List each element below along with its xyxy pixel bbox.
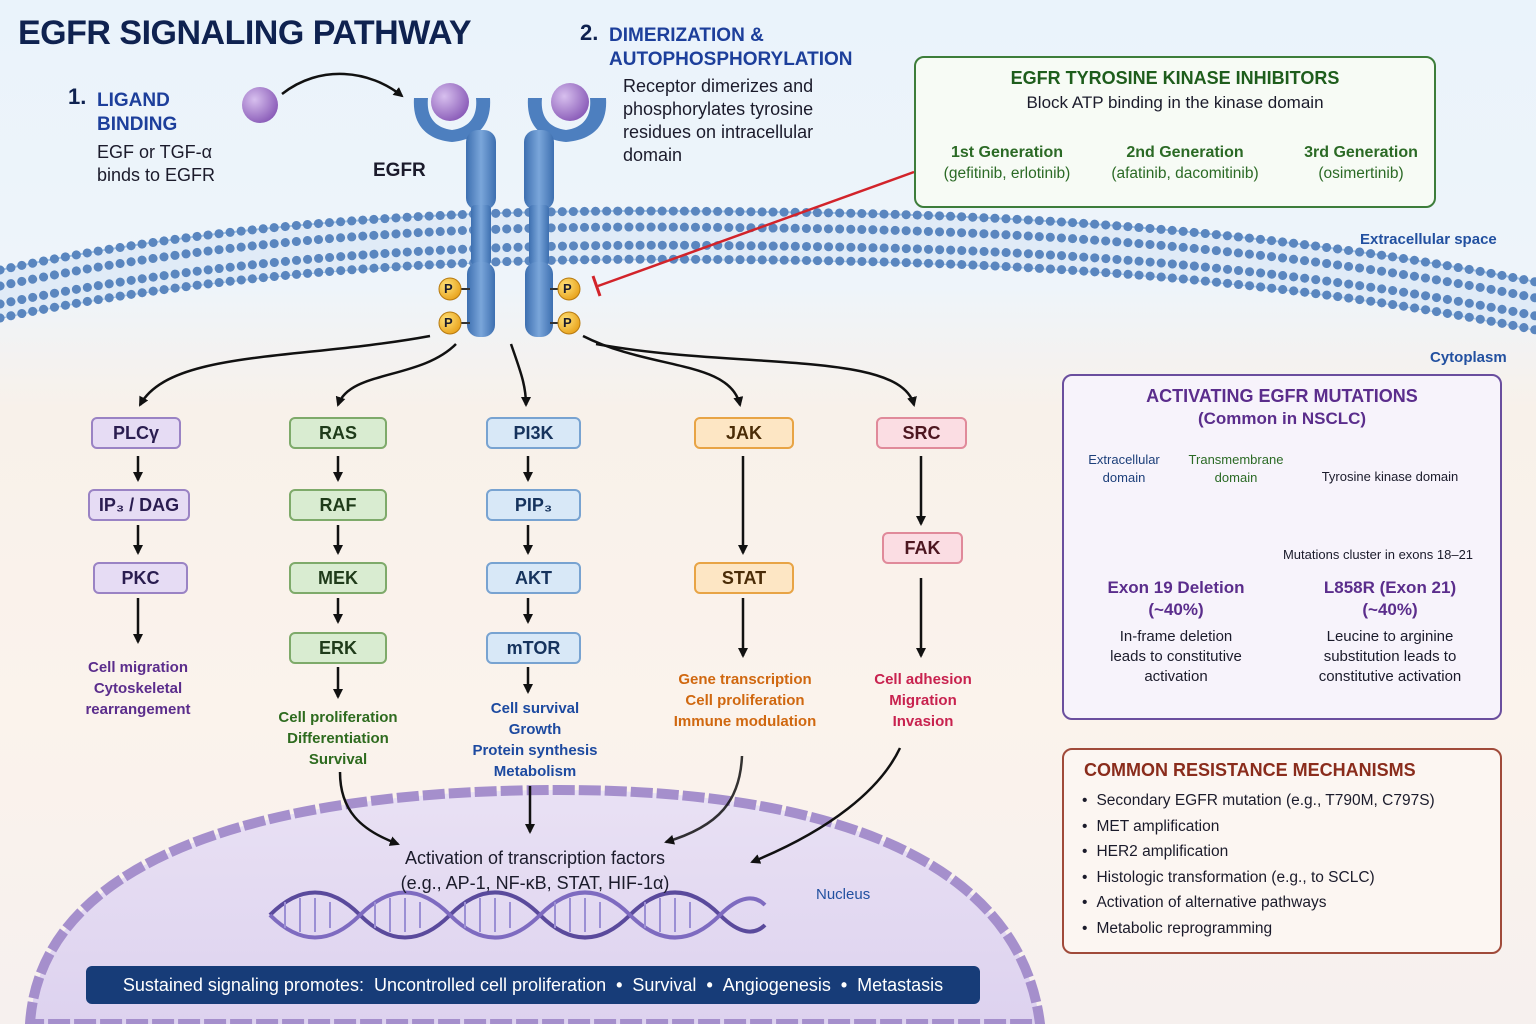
dna-helix <box>268 890 767 940</box>
tki-gen-1: 1st Generation (gefitinib, erlotinib) <box>943 144 1071 182</box>
node-pkc: PKC <box>93 562 188 594</box>
cytoplasm-label: Cytoplasm <box>1430 349 1507 366</box>
node-pi3k: PI3K <box>486 417 581 449</box>
banner-item: Metastasis <box>857 974 944 995</box>
step-1-ligand-binding: 1. <box>68 84 86 110</box>
domain-label-kinase: Tyrosine kinase domain <box>1321 469 1459 484</box>
resistance-item: Activation of alternative pathways <box>1082 890 1435 916</box>
receptor-to-pathway-arrows <box>138 334 917 407</box>
node-pip3: PIP₃ <box>486 489 581 521</box>
chain-arrows <box>133 456 926 699</box>
node-fak: FAK <box>882 532 963 564</box>
phospho-label-4: P <box>563 315 572 330</box>
phospho-label-1: P <box>444 281 453 296</box>
outcome-jak: Gene transcription Cell proliferation Im… <box>673 671 817 730</box>
resistance-item: Metabolic reprogramming <box>1082 916 1435 942</box>
node-ip3-dag: IP₃ / DAG <box>88 489 190 521</box>
step-2-body: Receptor dimerizes and phosphorylates ty… <box>623 76 814 165</box>
banner-separator: • <box>706 974 713 995</box>
outcome-to-nucleus-arrows <box>338 747 902 864</box>
banner-separator: • <box>840 974 848 995</box>
step-1-body: EGF or TGF-α binds to EGFR <box>97 142 216 185</box>
node-erk: ERK <box>289 632 387 664</box>
node-raf: RAF <box>289 489 387 521</box>
cell-membrane <box>0 206 1536 335</box>
mutations-subtitle: (Common in NSCLC) <box>1197 409 1367 428</box>
node-jak: JAK <box>694 417 794 449</box>
mutation-l858r: L858R (Exon 21) (~40%) Leucine to argini… <box>1318 578 1462 685</box>
mutation-exon19: Exon 19 Deletion (~40%) In-frame deletio… <box>1107 578 1245 685</box>
node-mtor: mTOR <box>486 632 581 664</box>
tki-subtitle: Block ATP binding in the kinase domain <box>1026 93 1324 112</box>
extracellular-label: Extracellular space <box>1360 231 1497 248</box>
domain-label-extracellular: Extracellular domain <box>1088 452 1160 485</box>
domain-label-transmembrane: Transmembrane domain <box>1188 452 1284 485</box>
tki-panel: EGFR TYROSINE KINASE INHIBITORS Block AT… <box>914 56 1436 208</box>
resistance-item: HER2 amplification <box>1082 839 1435 865</box>
sustained-signaling-banner: Sustained signaling promotes: Uncontroll… <box>86 966 980 1004</box>
resistance-list: Secondary EGFR mutation (e.g., T790M, C7… <box>1082 788 1435 942</box>
node-mek: MEK <box>289 562 387 594</box>
step-2-number: 2. <box>580 20 599 45</box>
nucleus-label: Nucleus <box>816 886 871 903</box>
nucleus <box>24 784 1046 1024</box>
tki-inhibition-line <box>591 170 915 297</box>
outcome-src: Cell adhesion Migration Invasion <box>874 671 972 730</box>
outcome-plcg: Cell migration Cytoskeletal rearrangemen… <box>85 659 191 718</box>
tki-gen-2: 2nd Generation (afatinib, dacomitinib) <box>1111 144 1259 182</box>
step-1-heading: LIGAND BINDING <box>97 90 178 135</box>
resistance-item: MET amplification <box>1082 814 1435 840</box>
resistance-title: COMMON RESISTANCE MECHANISMS <box>1084 760 1416 780</box>
phospho-label-3: P <box>563 281 572 296</box>
resistance-item: Secondary EGFR mutation (e.g., T790M, C7… <box>1082 788 1434 814</box>
banner-lead: Sustained signaling promotes: <box>122 974 364 995</box>
page-title: EGFR SIGNALING PATHWAY <box>18 14 472 52</box>
mutations-panel: ACTIVATING EGFR MUTATIONS (Common in NSC… <box>1062 374 1502 720</box>
step-2-heading: DIMERIZATION & AUTOPHOSPHORYLATION <box>609 25 853 70</box>
mutations-title: ACTIVATING EGFR MUTATIONS <box>1146 386 1418 406</box>
outcome-pi3k: Cell survival Growth Protein synthesis M… <box>472 700 598 780</box>
tki-gen-3: 3rd Generation (osimertinib) <box>1304 144 1418 182</box>
resistance-panel: COMMON RESISTANCE MECHANISMS Secondary E… <box>1062 748 1502 954</box>
node-akt: AKT <box>486 562 581 594</box>
resistance-item: Histologic transformation (e.g., to SCLC… <box>1082 865 1435 891</box>
banner-item: Survival <box>632 974 697 995</box>
egfr-receptor-left <box>413 83 496 337</box>
node-stat: STAT <box>694 562 794 594</box>
phosphate-groups <box>438 277 581 335</box>
transcription-factors: Activation of transcription factors (e.g… <box>400 848 670 893</box>
tki-title: EGFR TYROSINE KINASE INHIBITORS <box>1010 68 1340 88</box>
mutation-cluster-note: Mutations cluster in exons 18–21 <box>1282 547 1474 562</box>
outcome-ras: Cell proliferation Differentiation Survi… <box>278 709 398 768</box>
step-2-number-wrap: 2. <box>580 20 598 46</box>
ligand-binding-arrow <box>281 72 404 98</box>
egfr-receptor-label: EGFR <box>373 160 426 181</box>
node-ras: RAS <box>289 417 387 449</box>
free-ligand-icon <box>242 87 278 123</box>
banner-separator: • <box>616 974 623 995</box>
step-1-number: 1. <box>68 84 87 109</box>
node-plcg: PLCγ <box>91 417 181 449</box>
banner-item: Uncontrolled cell proliferation <box>373 974 607 995</box>
banner-item: Angiogenesis <box>722 974 831 995</box>
phospho-label-2: P <box>444 315 453 330</box>
egfr-receptor-right <box>524 83 607 337</box>
node-src: SRC <box>876 417 967 449</box>
